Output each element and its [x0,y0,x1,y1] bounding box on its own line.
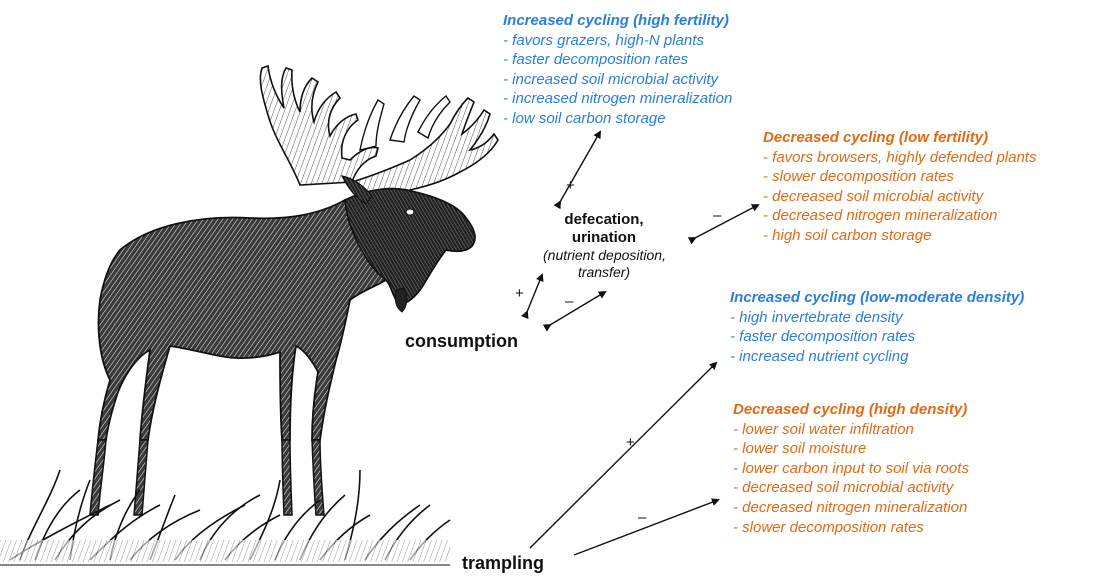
node-defecation: defecation, urination (nutrient depositi… [543,211,665,281]
block-density-decrease-header: Decreased cycling (high density) [733,400,969,420]
block-density-increase-header: Increased cycling (low-moderate density) [730,288,1024,308]
block-fertility-increase-header: Increased cycling (high fertility) [503,11,732,31]
list-item: - decreased nitrogen mineralization [733,498,969,518]
arrow-defecation-to-fertility-decrease [695,205,758,238]
block-density-increase: Increased cycling (low-moderate density)… [730,288,1024,366]
sign-defecation-minus: – [713,206,721,225]
block-fertility-decrease: Decreased cycling (low fertility) - favo… [763,128,1036,246]
list-item: - lower carbon input to soil via roots [733,459,969,479]
node-defecation-detail-1: (nutrient deposition, [543,247,665,264]
list-item: - decreased soil microbial activity [733,478,969,498]
list-item: - high invertebrate density [730,308,1024,328]
arrow-consumption-to-defecation-minus [550,292,605,325]
list-item: - lower soil moisture [733,439,969,459]
sign-consumption-minus: – [565,292,573,311]
list-item: - slower decomposition rates [763,167,1036,187]
node-defecation-detail-2: transfer) [543,264,665,281]
list-item: - increased nutrient cycling [730,347,1024,367]
list-item: - favors browsers, highly defended plant… [763,148,1036,168]
list-item: - lower soil water infiltration [733,420,969,440]
list-item: - high soil carbon storage [763,226,1036,246]
sign-consumption-plus: + [515,284,524,303]
node-defecation-label-2: urination [543,229,665,247]
node-consumption: consumption [405,330,518,352]
block-fertility-decrease-header: Decreased cycling (low fertility) [763,128,1036,148]
list-item: - slower decomposition rates [733,518,969,538]
list-item: - favors grazers, high-N plants [503,31,732,51]
list-item: - faster decomposition rates [730,327,1024,347]
block-fertility-increase: Increased cycling (high fertility) - fav… [503,11,732,129]
sign-trampling-plus: + [626,433,635,452]
sign-defecation-plus: + [566,176,575,195]
list-item: - faster decomposition rates [503,50,732,70]
node-defecation-label-1: defecation, [543,211,665,229]
node-trampling: trampling [462,552,544,574]
list-item: - increased nitrogen mineralization [503,89,732,109]
block-density-decrease: Decreased cycling (high density) - lower… [733,400,969,537]
list-item: - decreased soil microbial activity [763,187,1036,207]
list-item: - increased soil microbial activity [503,70,732,90]
list-item: - decreased nitrogen mineralization [763,206,1036,226]
arrow-consumption-to-defecation-plus [527,275,542,312]
list-item: - low soil carbon storage [503,109,732,129]
sign-trampling-minus: – [638,508,646,527]
arrow-trampling-to-density-increase [530,363,716,548]
